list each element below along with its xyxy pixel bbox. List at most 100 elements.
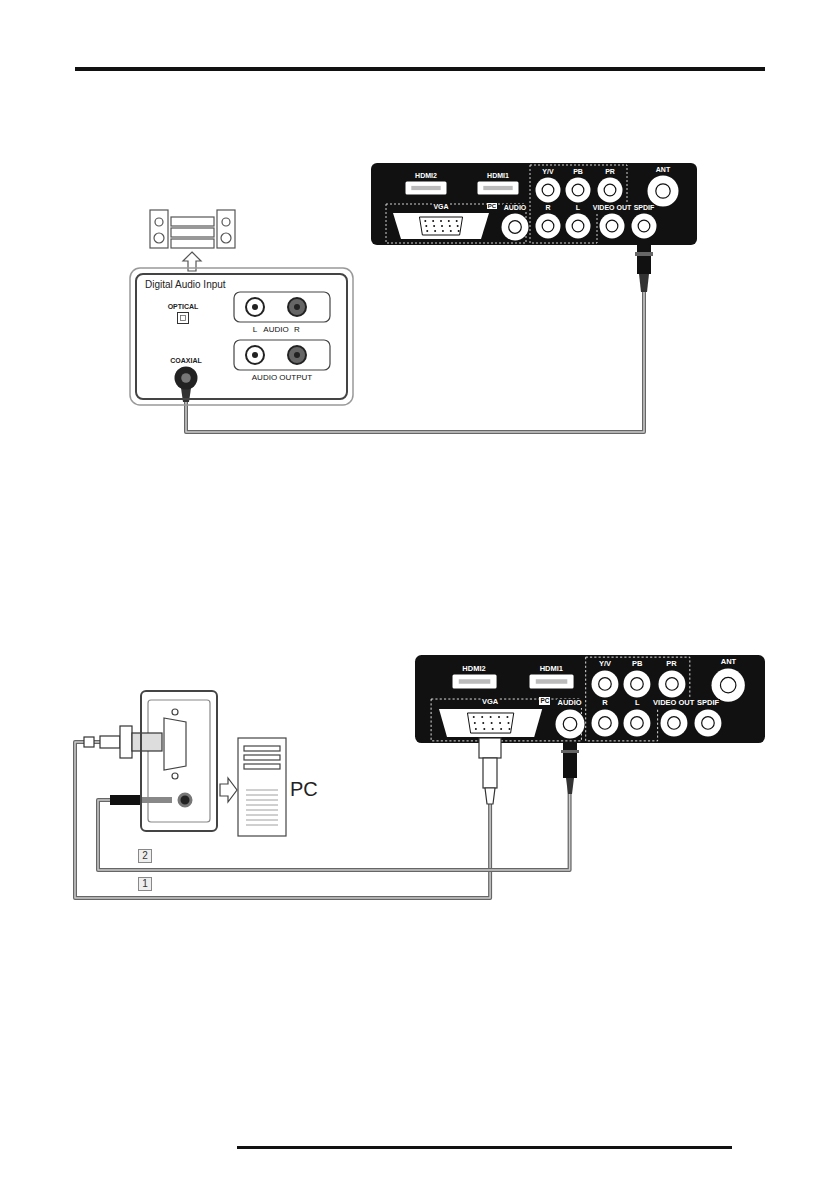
vent-line	[246, 795, 278, 796]
rca-jack	[667, 716, 680, 729]
port: PB	[565, 168, 592, 203]
amplifier-panel	[246, 298, 264, 316]
rca-jack	[665, 678, 678, 691]
port: PR	[597, 168, 624, 203]
callout-number: 2	[138, 849, 152, 863]
port-label: Y/V	[541, 168, 554, 176]
pc-tower-icon	[244, 755, 280, 760]
hdmi-slot	[483, 186, 512, 190]
vent-line	[246, 800, 278, 801]
stereo-system-icon	[222, 218, 230, 226]
optical-port	[177, 313, 188, 324]
vga-pin	[506, 716, 508, 718]
vga-pin	[426, 230, 428, 232]
amplifier-panel	[130, 268, 353, 405]
cable	[75, 738, 490, 898]
port-shape	[501, 213, 529, 241]
rca-jack	[572, 220, 584, 232]
rca-jack	[592, 671, 619, 698]
vga-connector	[419, 217, 462, 235]
rca-jack	[592, 709, 619, 736]
port: COAXIAL	[169, 357, 204, 390]
port-shape	[529, 674, 574, 689]
panel-tag: PC	[487, 203, 497, 210]
jack-label: AUDIO	[263, 325, 288, 334]
jack-label: L	[253, 325, 257, 334]
pc-panel	[179, 794, 191, 806]
port-shape	[438, 708, 543, 738]
port: ANT	[711, 658, 746, 702]
cable	[75, 738, 490, 898]
vga-plug	[132, 733, 162, 751]
rca-jack	[604, 184, 616, 196]
port-shape	[599, 213, 625, 239]
port: HDMI2	[405, 172, 448, 195]
port-label: R	[544, 204, 551, 212]
vga-pin	[457, 225, 459, 227]
port: VGA	[437, 698, 543, 738]
port-shape	[535, 177, 561, 203]
vga-pin	[456, 220, 458, 222]
rca-jack	[599, 716, 612, 729]
stereo-system-icon	[171, 228, 214, 237]
hdmi-slot	[536, 680, 568, 685]
vga-pin	[473, 722, 475, 724]
tv-back-panel	[371, 163, 765, 743]
stereo-system-icon	[171, 239, 214, 248]
vga-pin	[508, 728, 510, 730]
port-label: R	[601, 699, 608, 708]
rca-jack	[638, 220, 650, 232]
vga-plug	[485, 788, 495, 804]
port-shape	[392, 212, 490, 240]
cable	[75, 738, 490, 898]
port-shape	[694, 709, 722, 737]
vga-connector	[439, 709, 542, 737]
stereo-system-icon	[154, 233, 164, 243]
rca-jack	[566, 214, 591, 239]
hdmi-slot	[478, 182, 519, 195]
amplifier-panel	[294, 304, 300, 310]
vga-pin	[434, 230, 436, 232]
panel-tag: PC	[539, 697, 550, 704]
vga-pin	[482, 722, 484, 724]
pc-panel	[172, 709, 178, 715]
port-shape	[555, 709, 585, 739]
port-shape	[565, 177, 591, 203]
rca-jack	[631, 716, 644, 729]
coaxial-jack	[181, 373, 191, 383]
vga-connector	[467, 713, 513, 733]
vga-pin	[440, 220, 442, 222]
port: HDMI1	[528, 665, 574, 690]
port-shape	[597, 177, 623, 203]
vga-pin	[433, 225, 435, 227]
pc-panel	[164, 718, 186, 770]
vga-pin	[498, 716, 500, 718]
vent-line	[246, 790, 278, 791]
stereo-system-icon	[150, 210, 168, 248]
port-shape	[711, 668, 745, 702]
rca-jack	[536, 214, 561, 239]
port-label: PR	[665, 660, 677, 669]
port-shape	[535, 213, 561, 239]
panel-heading: Digital Audio Input	[145, 279, 226, 291]
port-shape	[452, 674, 497, 689]
port-shape	[591, 670, 619, 698]
port-shape	[658, 670, 686, 698]
pc-tower-icon	[238, 738, 286, 836]
vga-connector	[393, 213, 489, 239]
port-label: HDMI2	[414, 172, 438, 180]
vent-line	[246, 820, 278, 821]
pc-tower-icon	[220, 778, 237, 802]
vent-line	[246, 805, 278, 806]
rca-jack	[566, 178, 591, 203]
coaxial-plug	[637, 244, 651, 274]
port: HDMI2	[451, 665, 497, 690]
pc-tower-icon	[246, 790, 278, 825]
pc-panel	[148, 700, 210, 822]
rca-jack	[599, 678, 612, 691]
rca-jack	[542, 184, 554, 196]
page-rule	[75, 67, 765, 1149]
coaxial-jack	[175, 367, 198, 390]
port-label: ANT	[655, 166, 671, 174]
